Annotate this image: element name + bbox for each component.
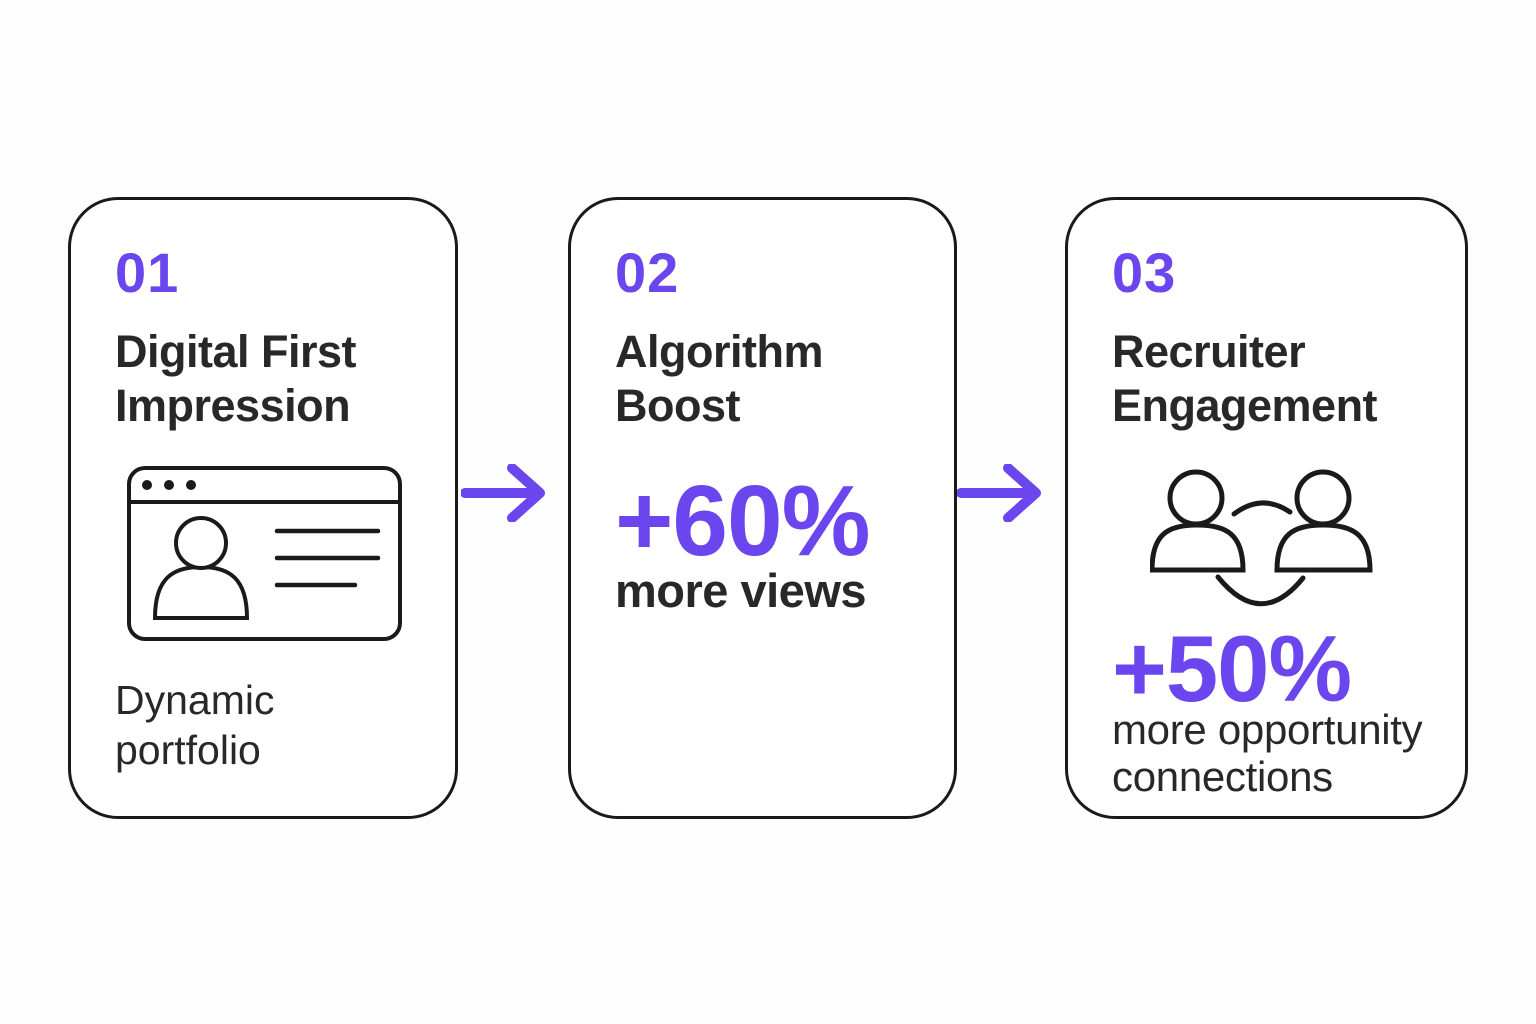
step-caption: Dynamic portfolio xyxy=(115,676,275,773)
step-card-algorithm-boost: 02 Algorithm Boost +60% more views xyxy=(568,197,957,819)
step-card-digital-first-impression: 01 Digital First Impression Dynamic port… xyxy=(68,197,458,819)
arrow-right-icon xyxy=(957,464,1041,522)
step-number: 01 xyxy=(115,241,180,304)
step-card-recruiter-engagement: 03 Recruiter Engagement +50% more opport… xyxy=(1065,197,1468,819)
stat-value: +60% xyxy=(615,464,871,577)
browser-profile-icon xyxy=(127,465,402,641)
step-number: 02 xyxy=(615,241,680,304)
people-connection-icon xyxy=(1150,469,1373,606)
stat-caption: more opportunity connections xyxy=(1112,705,1423,801)
step-title: Digital First Impression xyxy=(115,326,357,432)
stat-caption: more views xyxy=(615,563,867,617)
stat-value: +50% xyxy=(1112,615,1352,721)
step-title: Algorithm Boost xyxy=(615,326,823,432)
step-number: 03 xyxy=(1112,241,1177,304)
step-title: Recruiter Engagement xyxy=(1112,326,1378,432)
arrow-right-icon xyxy=(461,464,545,522)
